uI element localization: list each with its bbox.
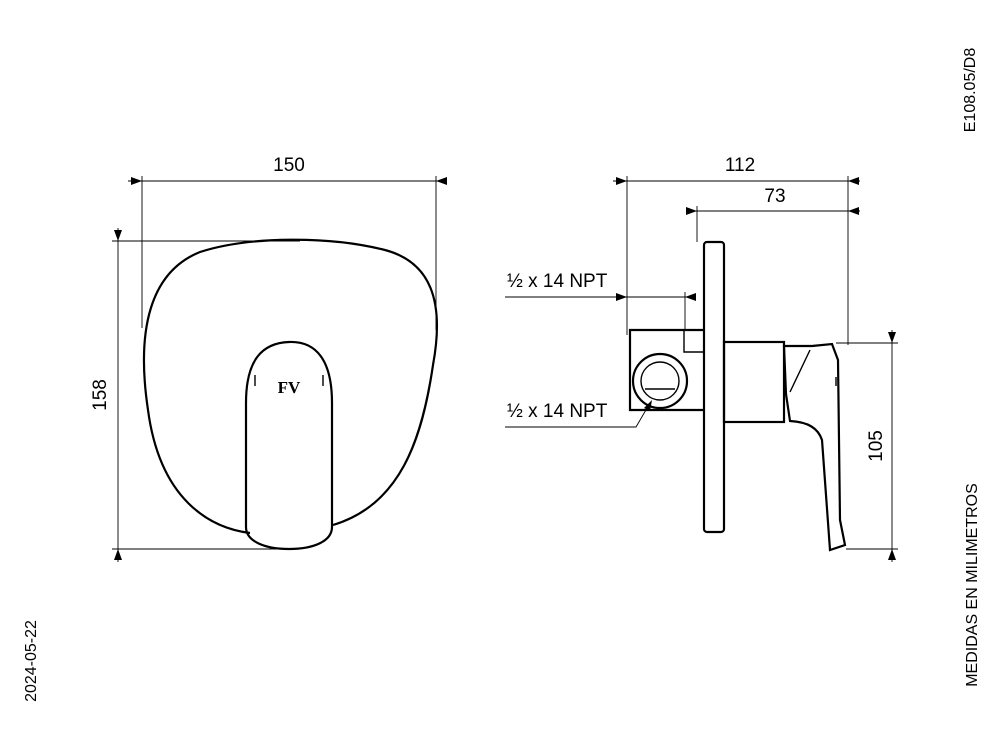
handle-height-arrow-top [888, 332, 896, 343]
thread-top-label: ½ x 14 NPT [507, 271, 608, 292]
height-arrow-bottom [114, 549, 122, 560]
brand-logo: FV [278, 378, 301, 397]
thread-bottom-arrow [644, 400, 652, 411]
front-view: FV 150 158 [90, 155, 447, 562]
side-lever-handle [782, 342, 847, 552]
handle-depth-arrow-right [848, 207, 859, 215]
thread-bottom-label: ½ x 14 NPT [507, 401, 608, 422]
inlet-port-inner [640, 361, 680, 401]
thread-top-arrow-right [685, 293, 696, 301]
side-view: 112 73 ½ x 14 NPT ½ x 14 NPT 105 [505, 155, 898, 562]
depth-dimension-label: 112 [725, 155, 755, 176]
height-dimension-label: 158 [90, 379, 111, 411]
drawing-code: E108.05/D8 [962, 48, 979, 133]
width-arrow-right [436, 177, 447, 185]
handle-depth-dimension-label: 73 [764, 186, 785, 207]
lever-handle-outline [244, 340, 334, 551]
thread-top-arrow-left [616, 293, 627, 301]
inlet-port-outer [631, 352, 689, 410]
thread-bottom-leader [505, 402, 651, 428]
cartridge-housing [722, 340, 786, 424]
units-note: MEDIDAS EN MILIMETROS [964, 483, 981, 687]
height-arrow-top [114, 230, 122, 241]
depth-arrow-right [848, 177, 859, 185]
width-dimension-label: 150 [273, 155, 305, 176]
depth-arrow-left [616, 177, 627, 185]
side-lever-edge [789, 349, 811, 393]
escutcheon-plate-outline [142, 238, 439, 535]
handle-height-arrow-bottom [888, 549, 896, 560]
handle-height-dimension-label: 105 [866, 430, 887, 462]
wall-plate [702, 240, 726, 534]
handle-depth-arrow-left [686, 207, 697, 215]
valve-body-notch [683, 330, 704, 353]
drawing-date: 2024-05-22 [23, 620, 40, 702]
width-arrow-left [131, 177, 142, 185]
